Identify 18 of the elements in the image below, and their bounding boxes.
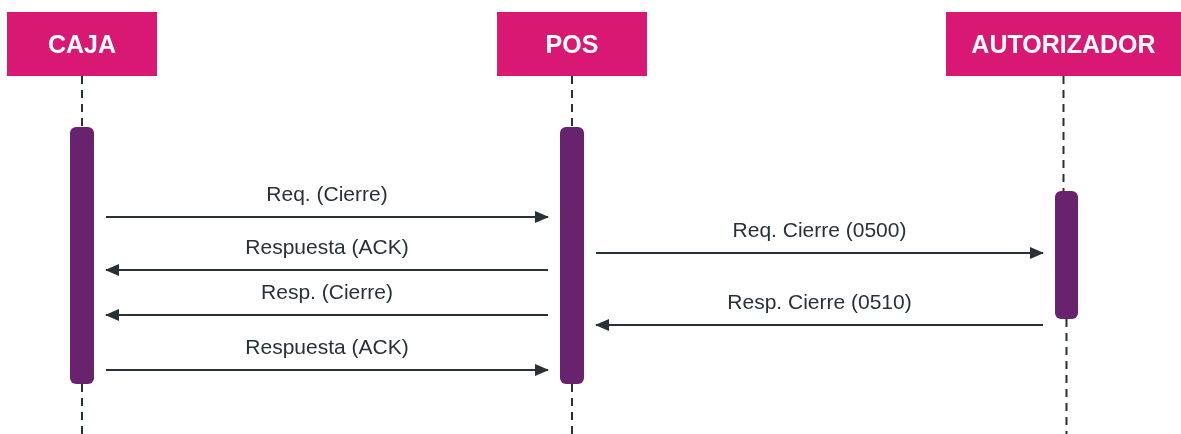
activation-bar (1055, 191, 1078, 319)
lifeline (81, 75, 83, 128)
participant-box: AUTORIZADOR (946, 12, 1181, 76)
message-arrow (595, 247, 1044, 259)
message-arrow (105, 309, 549, 321)
lifeline (571, 75, 573, 128)
activation-bar (70, 127, 94, 384)
lifeline (571, 383, 573, 434)
message-arrow (105, 364, 549, 376)
lifeline (1062, 75, 1065, 192)
activation-bar (560, 127, 584, 384)
message-arrow (595, 319, 1044, 331)
lifeline (1065, 318, 1068, 434)
message-arrow (105, 211, 549, 223)
message-arrow (105, 264, 549, 276)
lifeline (81, 383, 83, 434)
participant-box: CAJA (7, 12, 157, 76)
participant-box: POS (497, 12, 647, 76)
